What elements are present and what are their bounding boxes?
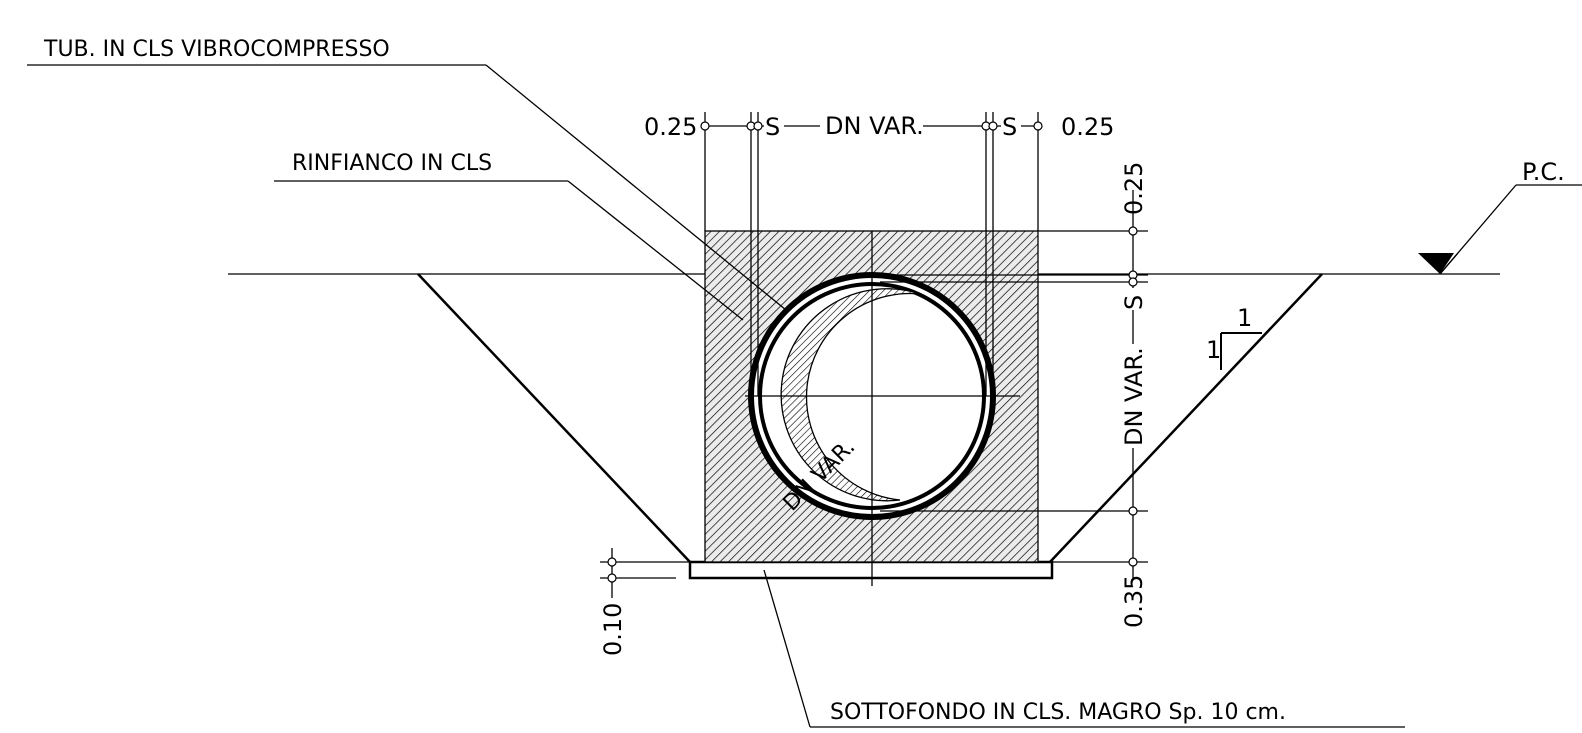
label-base: SOTTOFONDO IN CLS. MAGRO Sp. 10 cm. [830, 700, 1286, 725]
leader-haunch [567, 180, 744, 321]
label-haunch: RINFIANCO IN CLS [292, 151, 492, 176]
dim-right-top-cover: 0.25 [1120, 162, 1148, 215]
dim-top-right-cover: 0.25 [1061, 113, 1114, 141]
dim-left-base-thickness: 0.10 [599, 603, 627, 656]
slope-run: 1 [1237, 304, 1252, 332]
label-pipe: TUB. IN CLS VIBROCOMPRESSO [43, 37, 390, 62]
dim-top-diameter: DN VAR. [825, 112, 924, 140]
dim-top-right-wall: S [1002, 113, 1017, 141]
ground-level-marker-icon [1418, 253, 1454, 274]
slope-rise: 1 [1206, 336, 1221, 364]
trench-left-slope [417, 273, 691, 563]
dim-right-wall: S [1120, 295, 1148, 310]
trench-right-slope [1049, 273, 1323, 563]
dim-right-bottom-cover: 0.35 [1120, 575, 1148, 628]
ground-level-leader [1439, 184, 1517, 275]
dim-right-diameter: DN VAR. [1120, 347, 1148, 446]
pipe-section-crescent [780, 288, 921, 502]
leader-pipe [485, 64, 787, 311]
dim-top-left-wall: S [765, 113, 780, 141]
label-ground-level: P.C. [1522, 158, 1565, 186]
leader-base [763, 569, 811, 728]
dim-top-left-cover: 0.25 [644, 113, 697, 141]
base-slab [688, 560, 1054, 580]
